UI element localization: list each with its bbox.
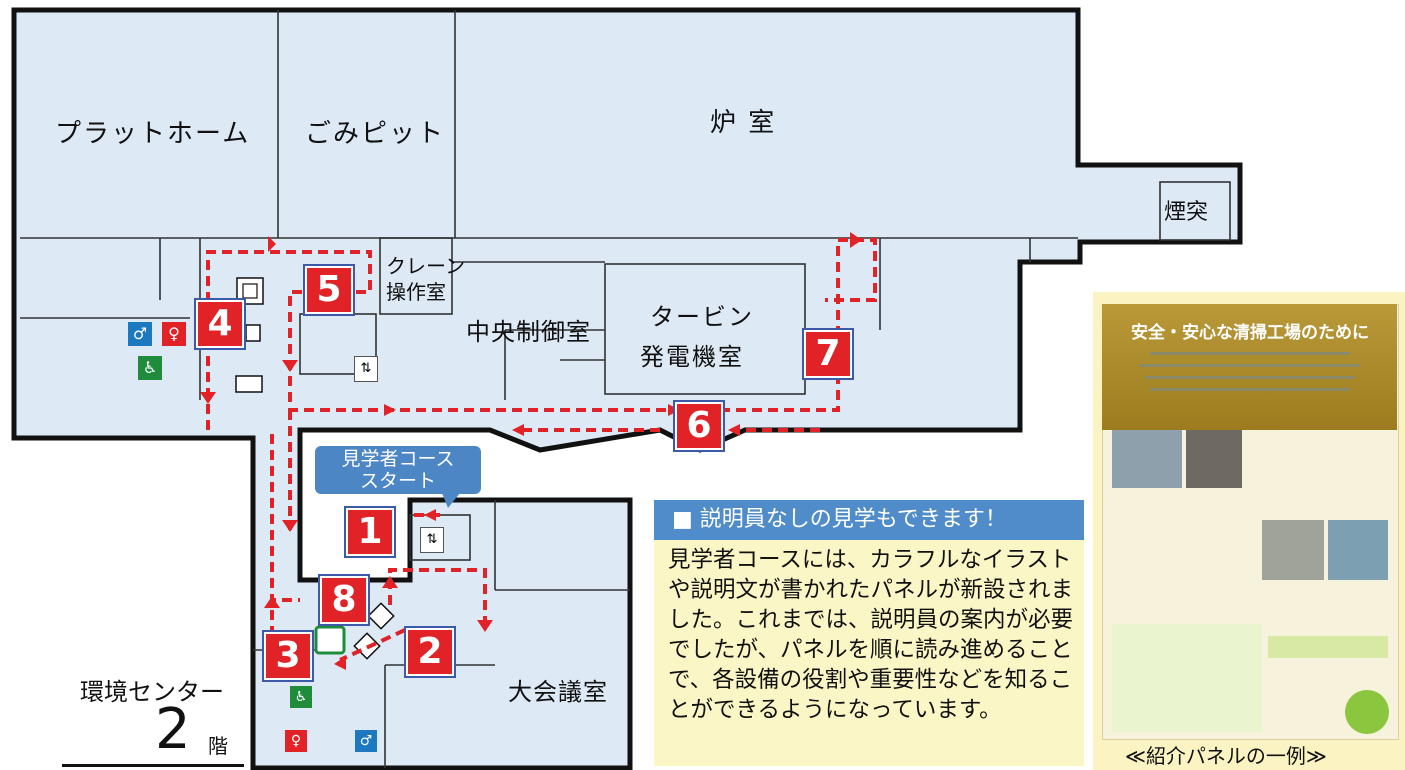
restroom-male-icon: ♂ [128, 322, 152, 346]
panel-text-line [1150, 352, 1350, 355]
restroom-female-icon: ♀ [285, 730, 307, 752]
stop-marker-3: 3 [262, 630, 314, 682]
panel-photo [1186, 430, 1242, 488]
floor-underline [62, 764, 244, 767]
restroom-male-icon: ♂ [355, 730, 377, 752]
start-callout-line1: 見学者コース [341, 448, 455, 470]
stop-marker-4: 4 [194, 298, 246, 350]
stop-marker-2: 2 [404, 626, 456, 678]
wheelchair-icon: ♿ [138, 356, 162, 380]
stop-marker-5: 5 [303, 264, 355, 316]
panel-illustration [1112, 624, 1262, 732]
panel-header-band [1102, 304, 1397, 430]
elevator-icon: ⇅ [420, 527, 444, 553]
panel-caption: ≪紹介パネルの一例≫ [1125, 744, 1327, 768]
room-label-control: 中央制御室 [466, 318, 591, 346]
info-body: 見学者コースには、カラフルなイラストや説明文が書かれたパネルが新設されました。こ… [668, 547, 1074, 723]
callout-tail [440, 488, 464, 508]
stop-marker-7: 7 [802, 328, 854, 380]
info-heading: ■ 説明員なしの見学もできます！ [654, 500, 1084, 540]
panel-photo [1112, 430, 1182, 488]
room-label-furnace: 炉 室 [710, 108, 777, 138]
panel-illustration [1268, 636, 1388, 658]
building-outline [11, 7, 1243, 770]
panel-text-line [1150, 388, 1350, 391]
restroom-female-icon: ♀ [162, 322, 186, 346]
floor-suffix: 階 [208, 734, 228, 758]
wheelchair-icon: ♿ [290, 686, 312, 708]
panel-title: 安全・安心な清掃工場のために [1131, 323, 1369, 343]
stop-marker-1: 1 [344, 506, 396, 558]
room-label-platform: プラットホーム [55, 119, 251, 149]
panel-photo [1262, 520, 1324, 580]
start-callout-line2: スタート [359, 470, 436, 492]
start-callout: 見学者コース スタート [315, 446, 481, 494]
room-label-chimney: 煙突 [1164, 200, 1209, 225]
panel-text-line [1145, 376, 1355, 379]
panel-photo [1328, 520, 1388, 580]
room-label-turbine-line2: 発電機室 [640, 343, 744, 371]
info-box [654, 500, 1084, 766]
panel-text-line [1140, 364, 1360, 367]
room-label-pit: ごみピット [305, 119, 446, 149]
stop-marker-8: 8 [318, 574, 370, 626]
floor-number: 2 [155, 697, 191, 762]
room-label-crane-line2: 操作室 [386, 280, 446, 304]
room-label-turbine-line1: タービン [650, 303, 754, 331]
room-label-hall: 大会議室 [508, 678, 608, 706]
frog-mascot-icon [1345, 690, 1389, 734]
facility-name: 環境センター [80, 678, 224, 706]
elevator-icon: ⇅ [354, 356, 378, 382]
room-label-crane-line1: クレーン [386, 254, 465, 278]
info-heading-text: ■ 説明員なしの見学もできます！ [672, 507, 1007, 532]
stop-marker-6: 6 [673, 400, 725, 452]
